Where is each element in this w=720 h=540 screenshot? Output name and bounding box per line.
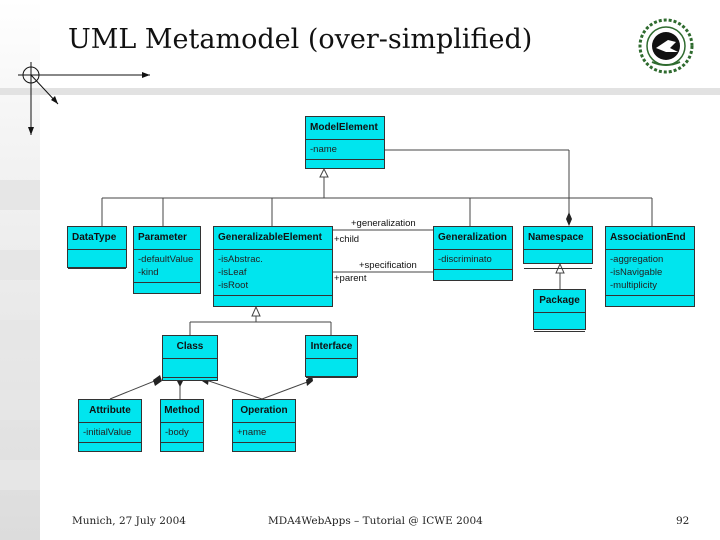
attribute-kind: -kind [138,267,159,278]
seal-logo-icon [638,18,694,74]
class-name: GeneralizableElement [214,227,332,250]
class-generalizable-element[interactable]: GeneralizableElement -isAbstrac. -isLeaf… [213,226,333,307]
class-attributes: -body [161,423,203,443]
attribute-is-root: -isRoot [218,280,249,291]
class-name: Namespace [524,227,592,250]
class-attributes: -name [306,140,384,160]
attribute-initial-value: -initialValue [83,427,132,438]
page-number: 92 [676,515,690,527]
class-class[interactable]: Class [162,335,218,381]
class-attributes: +name [233,423,295,443]
class-name: Method [161,400,203,423]
attribute-body: -body [165,427,189,438]
class-attributes: -discriminato [434,250,512,270]
attribute-aggregation: -aggregation [610,254,664,265]
header-bar [0,88,720,95]
class-namespace[interactable]: Namespace [523,226,593,269]
class-name: Operation [233,400,295,423]
role-specification-label: +specification [359,260,417,271]
attribute-multiplicity: -multiplicity [610,280,657,291]
class-attributes: -initialValue [79,423,141,443]
footer-date: Munich, 27 July 2004 [72,515,186,527]
attribute-default-value: -defaultValue [138,254,194,265]
class-attribute[interactable]: Attribute -initialValue [78,399,142,452]
class-name: Attribute [79,400,141,423]
role-generalization-label: +generalization [351,218,416,229]
class-attributes [534,313,585,332]
class-generalization[interactable]: Generalization -discriminato [433,226,513,281]
attribute-discriminator: -discriminato [438,254,492,265]
class-name: Generalization [434,227,512,250]
class-package[interactable]: Package [533,289,586,332]
sidebar-decoration [0,0,40,540]
class-attributes: -defaultValue -kind [134,250,200,283]
class-name: Class [163,336,217,359]
class-name: Interface [306,336,357,359]
class-attributes [306,359,357,378]
class-operation[interactable]: Operation +name [232,399,296,452]
class-method[interactable]: Method -body [160,399,204,452]
slide-title: UML Metamodel (over-simplified) [68,24,533,55]
class-attributes [163,359,217,378]
attribute-name: +name [237,427,267,438]
class-parameter[interactable]: Parameter -defaultValue -kind [133,226,201,294]
class-name: ModelElement [306,117,384,140]
attribute-is-leaf: -isLeaf [218,267,247,278]
class-name: AssociationEnd [606,227,694,250]
attribute-is-navigable: -isNavigable [610,267,663,278]
class-interface[interactable]: Interface [305,335,358,378]
class-attributes: -aggregation -isNavigable -multiplicity [606,250,694,296]
class-name: Package [534,290,585,313]
attribute-name: -name [310,144,337,155]
class-attributes: -isAbstrac. -isLeaf -isRoot [214,250,332,296]
class-attributes [524,250,592,269]
class-model-element[interactable]: ModelElement -name [305,116,385,169]
class-attributes [68,250,126,269]
role-parent-label: +parent [334,273,367,284]
class-association-end[interactable]: AssociationEnd -aggregation -isNavigable… [605,226,695,307]
attribute-is-abstract: -isAbstrac. [218,254,263,265]
class-name: DataType [68,227,126,250]
footer-event: MDA4WebApps – Tutorial @ ICWE 2004 [268,515,483,527]
class-name: Parameter [134,227,200,250]
class-data-type[interactable]: DataType [67,226,127,269]
role-child-label: +child [334,234,360,245]
